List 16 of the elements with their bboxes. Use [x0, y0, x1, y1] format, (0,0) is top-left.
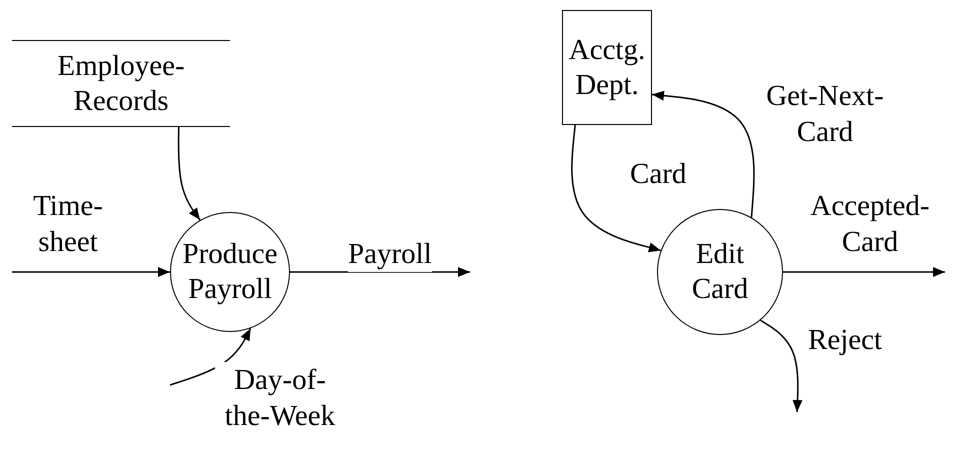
- data-store: [12, 40, 230, 127]
- flow-arrow: [178, 127, 201, 220]
- external-entity-box: [562, 10, 652, 125]
- node-label: Edit Card: [690, 237, 750, 307]
- flow-arrow: [290, 267, 470, 277]
- flow-arrow: [783, 267, 945, 277]
- process-circle: [170, 212, 290, 332]
- process-circle: [657, 209, 783, 335]
- flow-arrow: [760, 320, 803, 412]
- flow-arrow: [571, 124, 661, 252]
- node-label: Acctg. Dept.: [568, 32, 646, 102]
- node-label: Produce Payroll: [181, 237, 279, 307]
- flow-arrow: [652, 90, 755, 218]
- flow-arrow: [12, 267, 170, 277]
- flow-arrow: [170, 328, 252, 386]
- node-label: Employee- Records: [56, 48, 186, 118]
